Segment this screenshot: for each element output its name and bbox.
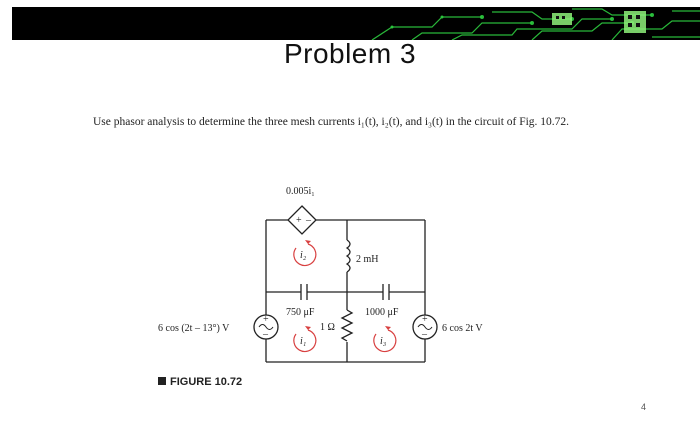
problem-statement: Use phasor analysis to determine the thr… — [93, 116, 570, 128]
mesh-3-arrow-icon — [373, 329, 397, 353]
capacitor-left-icon — [300, 284, 308, 300]
header-banner — [12, 7, 700, 40]
mesh-3-label: i₃ — [380, 336, 387, 347]
capacitor-left-label: 750 μF — [286, 307, 315, 318]
dependent-source-minus: – — [305, 215, 312, 226]
circuit-diagram: + – 0.005i₁ 2 mH 750 μF 1000 μF 1 Ω + – … — [158, 186, 483, 363]
resistor-icon — [340, 309, 354, 342]
capacitor-right-label: 1000 μF — [365, 307, 399, 318]
page-number: 4 — [641, 402, 647, 412]
svg-text:–: – — [421, 329, 428, 340]
mesh-2-label: i₂ — [300, 250, 307, 261]
voltage-source-left-label: 6 cos (2t – 13°) V — [158, 323, 230, 334]
capacitor-right-icon — [382, 284, 390, 300]
svg-text:+: + — [422, 314, 428, 325]
slide-title: Problem 3 — [283, 38, 417, 69]
voltage-source-right-label: 6 cos 2t V — [442, 323, 483, 334]
figure-square-icon — [158, 377, 166, 385]
dependent-source-plus: + — [296, 215, 302, 226]
mesh-1-label: i₁ — [300, 336, 306, 347]
circuit-board-decoration — [371, 8, 700, 40]
svg-text:+: + — [263, 314, 269, 325]
resistor-label: 1 Ω — [320, 322, 335, 333]
mesh-1-arrow-icon — [293, 329, 317, 353]
dependent-source-label: 0.005i₁ — [286, 186, 315, 197]
figure-caption: FIGURE 10.72 — [158, 376, 242, 388]
svg-text:–: – — [262, 329, 269, 340]
inductor-label: 2 mH — [356, 254, 379, 265]
dependent-source-icon — [287, 205, 317, 235]
inductor-icon — [345, 239, 351, 273]
figure-label-text: FIGURE 10.72 — [170, 376, 243, 388]
mesh-2-arrow-icon — [293, 243, 317, 267]
